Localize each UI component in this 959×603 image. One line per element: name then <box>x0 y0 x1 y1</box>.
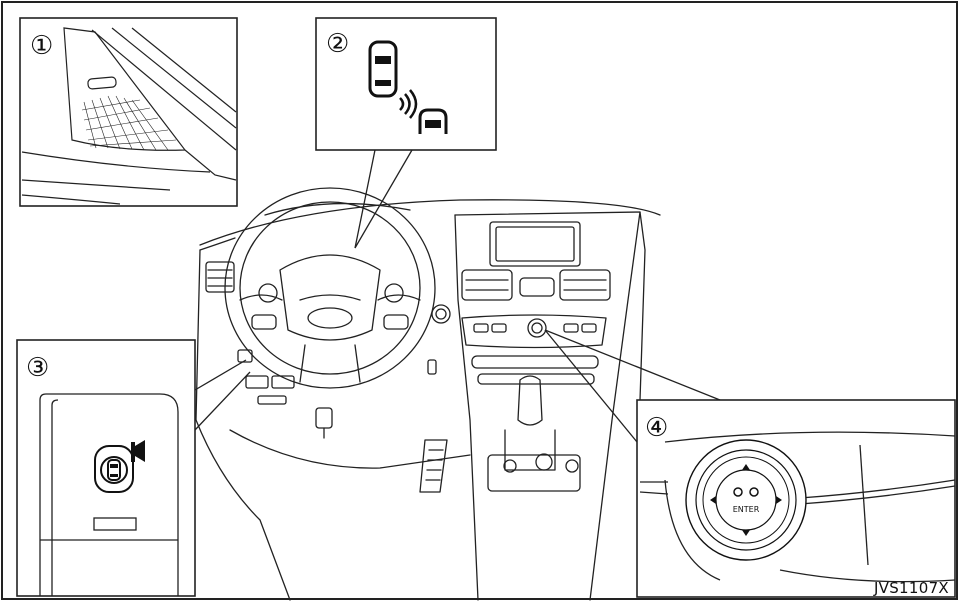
callout-2: ② <box>326 29 349 59</box>
infiniti-controller-icon: ENTER <box>685 439 807 561</box>
warning-system-switch-icon <box>94 440 145 493</box>
callout-4: ④ <box>645 413 668 443</box>
callout-1: ① <box>30 31 53 61</box>
enter-label: ENTER <box>733 505 760 514</box>
vehicle-side-warning-icon <box>368 40 448 134</box>
callout-3: ③ <box>26 353 49 383</box>
inset-3-switch: ③ <box>16 339 251 597</box>
dashboard-drawing <box>195 187 661 601</box>
reference-code: JVS1107X <box>873 579 949 597</box>
tweeter-speaker-icon <box>81 95 177 151</box>
inset-2-indicator: ② <box>315 17 497 249</box>
inset-1-tweeter: ① <box>19 17 238 207</box>
inset-4-controller: ④ ENTER <box>544 329 956 598</box>
